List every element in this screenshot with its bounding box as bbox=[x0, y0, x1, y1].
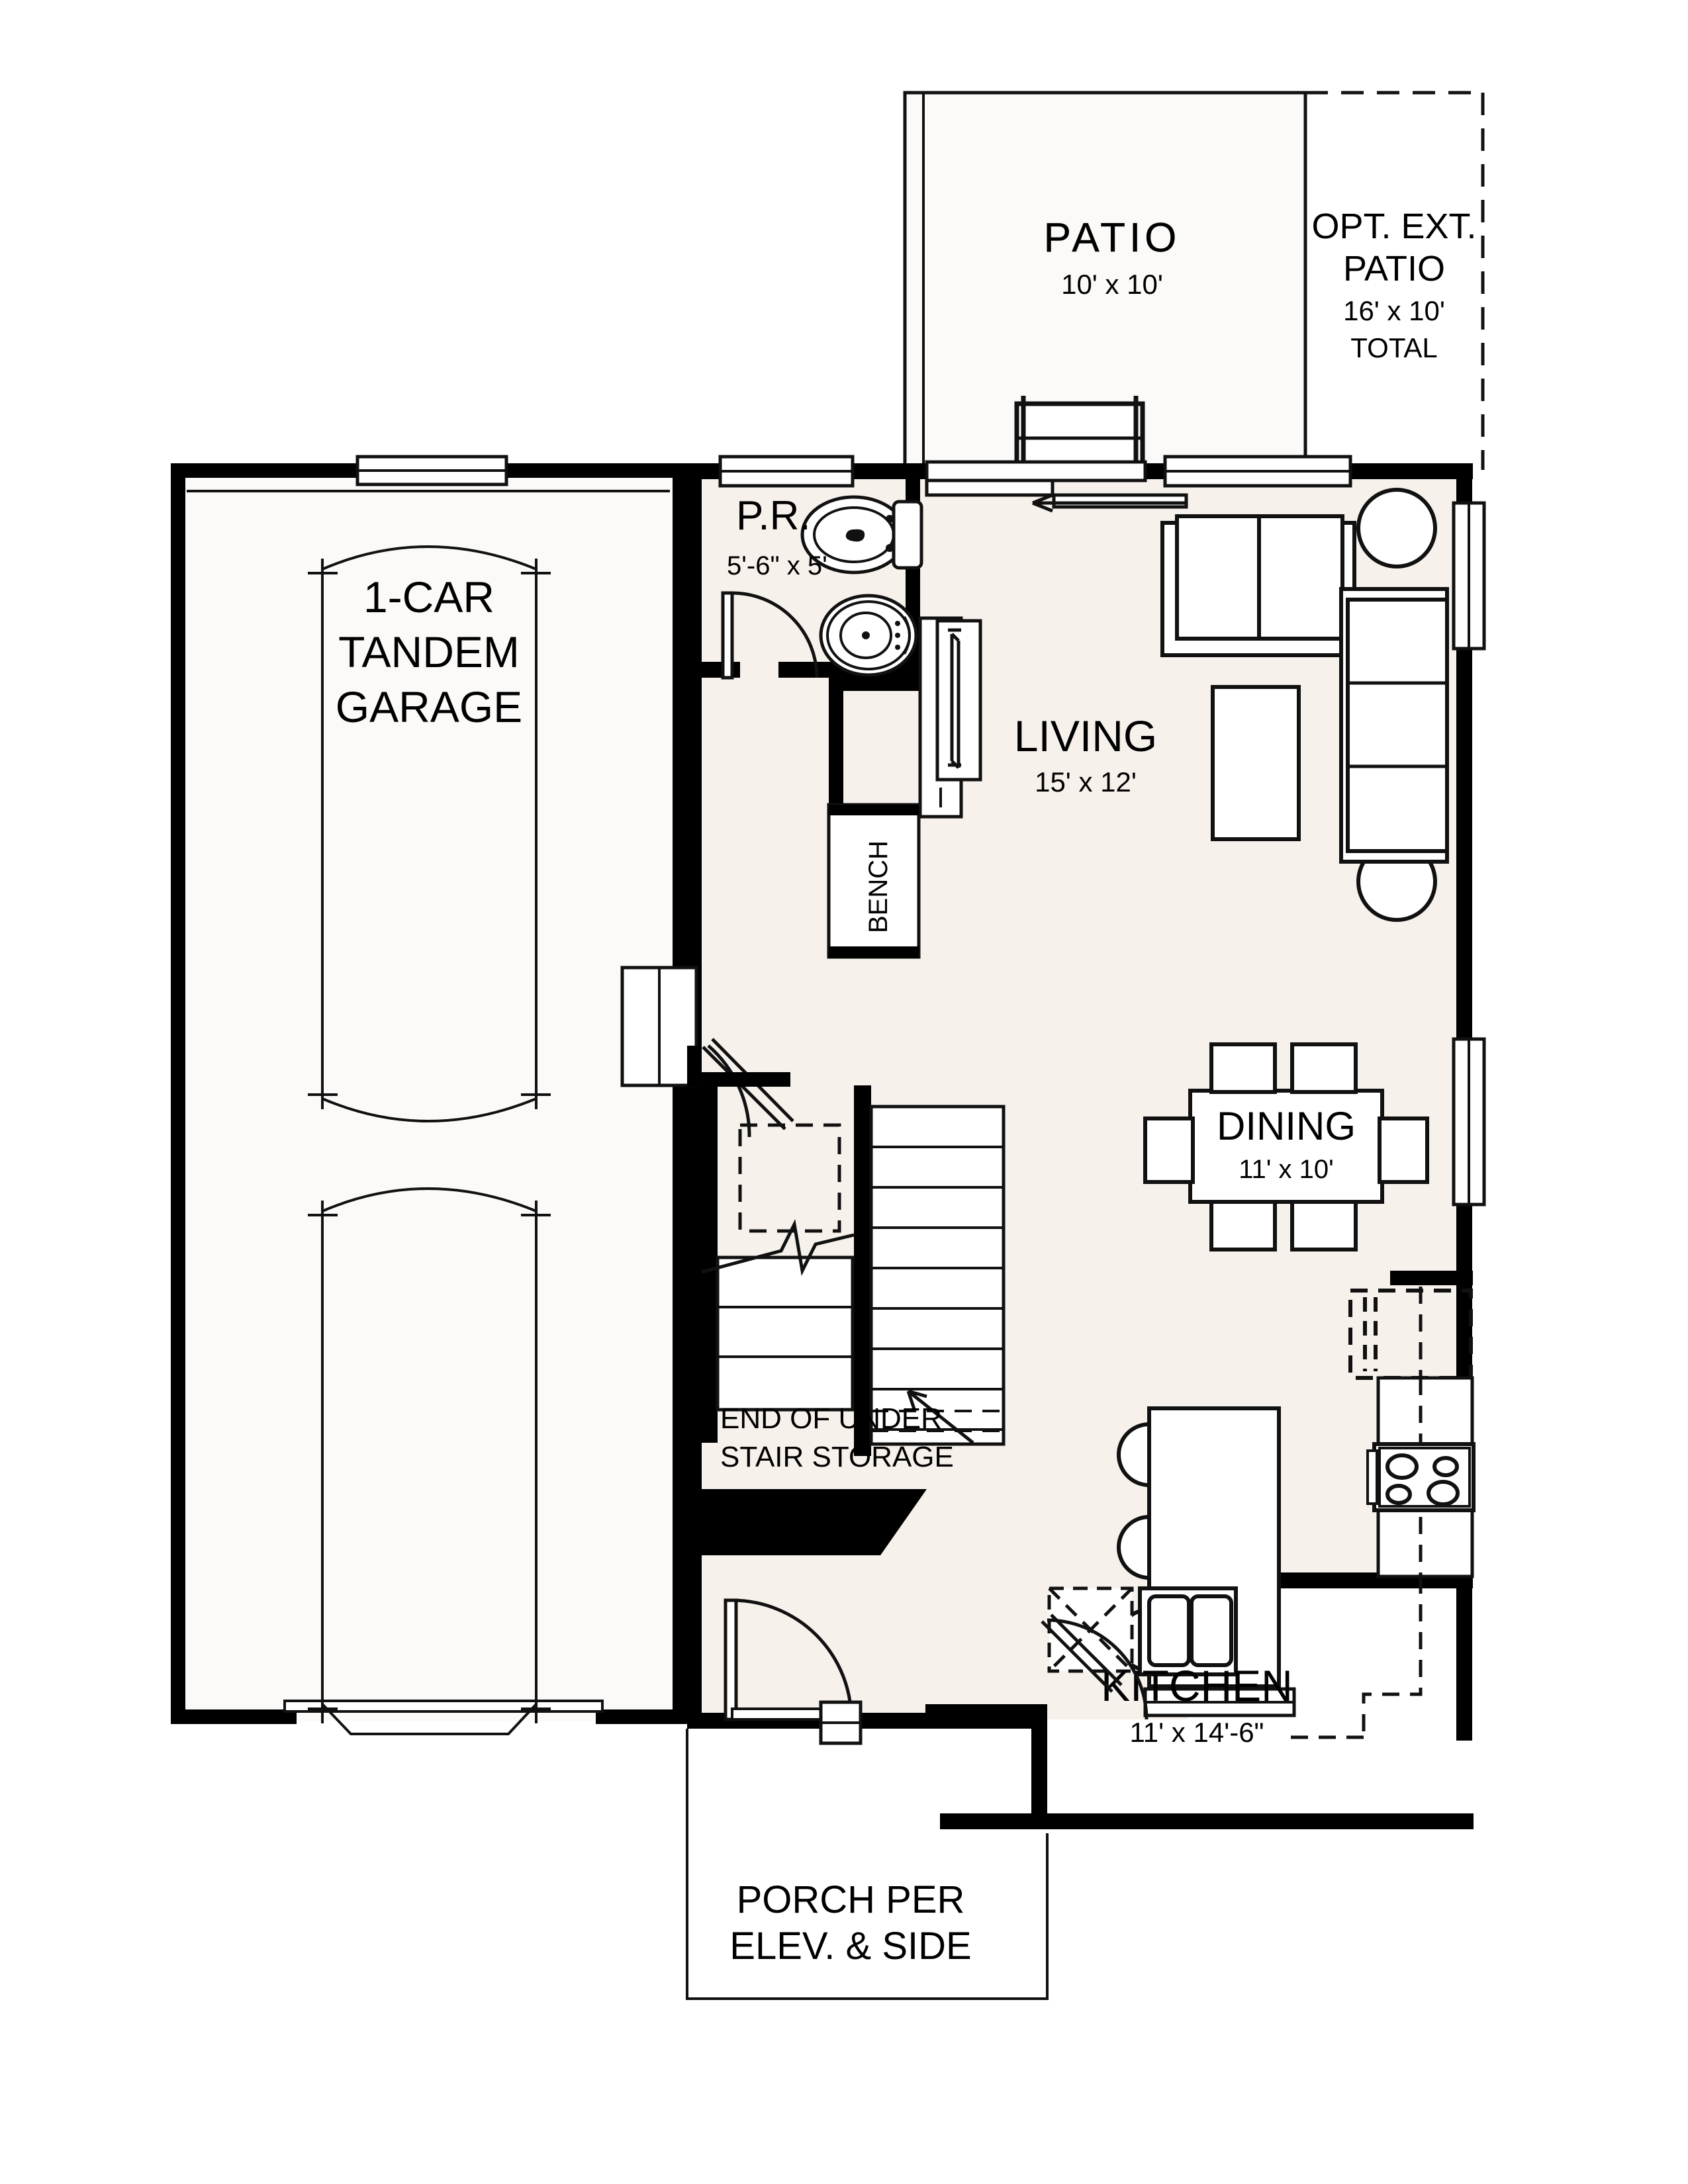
garage-label-line2: TANDEM bbox=[338, 627, 520, 676]
patio-steps bbox=[1014, 396, 1145, 471]
understair-note-line1: END OF UNDER bbox=[720, 1402, 942, 1435]
powder-room-window bbox=[718, 455, 855, 488]
dining-window-right bbox=[1452, 1037, 1486, 1206]
kitchen-label: KITCHEN bbox=[1101, 1661, 1293, 1710]
powder-room-dims: 5'-6" x 5' bbox=[727, 551, 827, 580]
kitchen: KITCHEN 11' x 14'-6" bbox=[1047, 1287, 1476, 1748]
coffee-table bbox=[1211, 685, 1301, 841]
opt-patio-note: TOTAL bbox=[1350, 332, 1437, 363]
toilet-fixture bbox=[800, 495, 923, 574]
dining-furniture: DINING 11' x 10' bbox=[1143, 1042, 1429, 1251]
garage: 1-CAR TANDEM GARAGE bbox=[171, 455, 687, 1735]
bench-label: BENCH bbox=[864, 841, 893, 933]
dining-chair bbox=[1209, 1200, 1277, 1251]
powder-room: P.R. 5'-6" x 5' bbox=[702, 478, 923, 680]
porch-note-line2: ELEV. & SIDE bbox=[729, 1925, 971, 1968]
dining-label: DINING bbox=[1217, 1104, 1356, 1148]
sofa-right bbox=[1339, 587, 1449, 864]
patio-dims: 10' x 10' bbox=[1061, 269, 1163, 300]
garage-label-line1: 1-CAR bbox=[363, 572, 494, 621]
powder-room-label: P.R. bbox=[736, 493, 811, 539]
bar-stool bbox=[1117, 1422, 1151, 1488]
dining-chair bbox=[1290, 1200, 1358, 1251]
cooktop bbox=[1366, 1442, 1476, 1512]
garage-window bbox=[355, 455, 508, 486]
entry-sidelight bbox=[819, 1700, 863, 1745]
dining-chair bbox=[1209, 1042, 1277, 1094]
porch-note-line1: PORCH PER bbox=[737, 1878, 965, 1921]
end-table-upper bbox=[1356, 488, 1437, 569]
car-stall-lower bbox=[308, 1187, 551, 1735]
garage-label-line3: GARAGE bbox=[336, 682, 522, 731]
opt-patio-dims: 16' x 10' bbox=[1343, 295, 1445, 326]
living-label: LIVING bbox=[1014, 711, 1157, 760]
sink-fixture bbox=[819, 594, 918, 677]
living-window-top bbox=[1163, 455, 1352, 488]
living-furniture: LIVING 15' x 12' bbox=[935, 488, 1449, 922]
powder-room-door[interactable] bbox=[721, 591, 819, 680]
opt-patio-label-line1: OPT. EXT. bbox=[1311, 206, 1476, 246]
living-window-right bbox=[1452, 501, 1486, 651]
dining-chair bbox=[1290, 1042, 1358, 1094]
patio-label: PATIO bbox=[1044, 215, 1181, 261]
dining-dims: 11' x 10' bbox=[1239, 1155, 1334, 1184]
living-dims: 15' x 12' bbox=[1035, 766, 1137, 797]
sofa-top bbox=[1160, 514, 1356, 657]
side-entry-door[interactable] bbox=[1041, 1614, 1149, 1720]
patio-zone bbox=[903, 91, 1485, 472]
bar-stool bbox=[1117, 1514, 1151, 1580]
car-stall-upper bbox=[308, 545, 551, 1122]
garage-entry-door[interactable] bbox=[620, 966, 794, 1138]
sliding-patio-door[interactable] bbox=[925, 460, 1188, 513]
kitchen-wall-jog bbox=[702, 1489, 927, 1555]
kitchen-sink-run bbox=[1047, 1586, 1296, 1717]
opt-patio-label-line2: PATIO bbox=[1343, 249, 1445, 289]
staircase: END OF UNDER STAIR STORAGE bbox=[700, 1072, 1006, 1473]
stair-treads-lower bbox=[716, 1255, 855, 1412]
understair-note-line2: STAIR STORAGE bbox=[720, 1441, 954, 1473]
sink-double bbox=[1147, 1594, 1233, 1667]
tv-console bbox=[935, 619, 982, 782]
porch-outline: PORCH PER ELEV. & SIDE bbox=[686, 1729, 1049, 2000]
stair-treads-upper bbox=[869, 1105, 1006, 1446]
refrigerator bbox=[1348, 1287, 1473, 1383]
dining-chair bbox=[1378, 1116, 1429, 1184]
dining-chair bbox=[1143, 1116, 1195, 1184]
kitchen-dims: 11' x 14'-6" bbox=[1130, 1717, 1264, 1748]
